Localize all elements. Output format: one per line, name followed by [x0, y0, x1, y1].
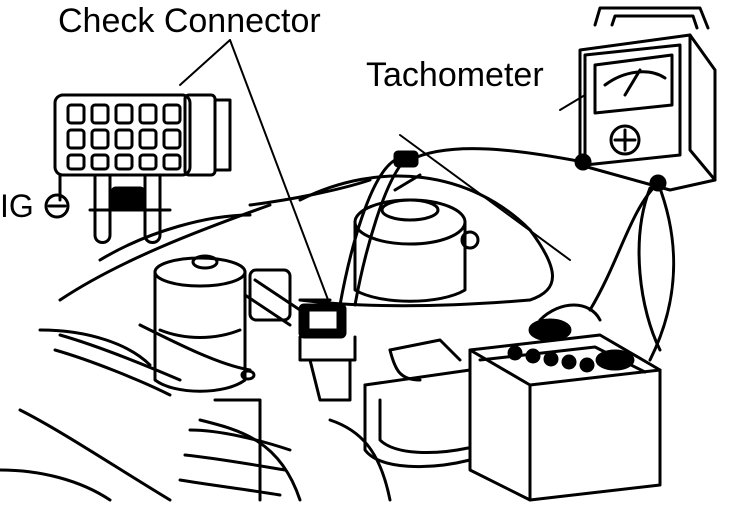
air-cleaner-dome [298, 173, 554, 308]
reservoir-bottle [153, 254, 247, 393]
engine-check-connector [243, 268, 357, 402]
left-hose [53, 323, 256, 397]
connector-inset [53, 93, 232, 244]
battery [468, 303, 662, 502]
tachometer-label: Tachometer [366, 56, 544, 94]
tachometer-device [574, 6, 717, 192]
engine-outline [0, 178, 392, 502]
leader-lines [179, 39, 586, 306]
ig-minus-symbol [44, 193, 70, 219]
tachometer-leads [338, 147, 676, 362]
battery-bracket [363, 338, 472, 468]
ig-terminal-label: IG [0, 188, 34, 224]
check-connector-label: Check Connector [58, 2, 321, 40]
